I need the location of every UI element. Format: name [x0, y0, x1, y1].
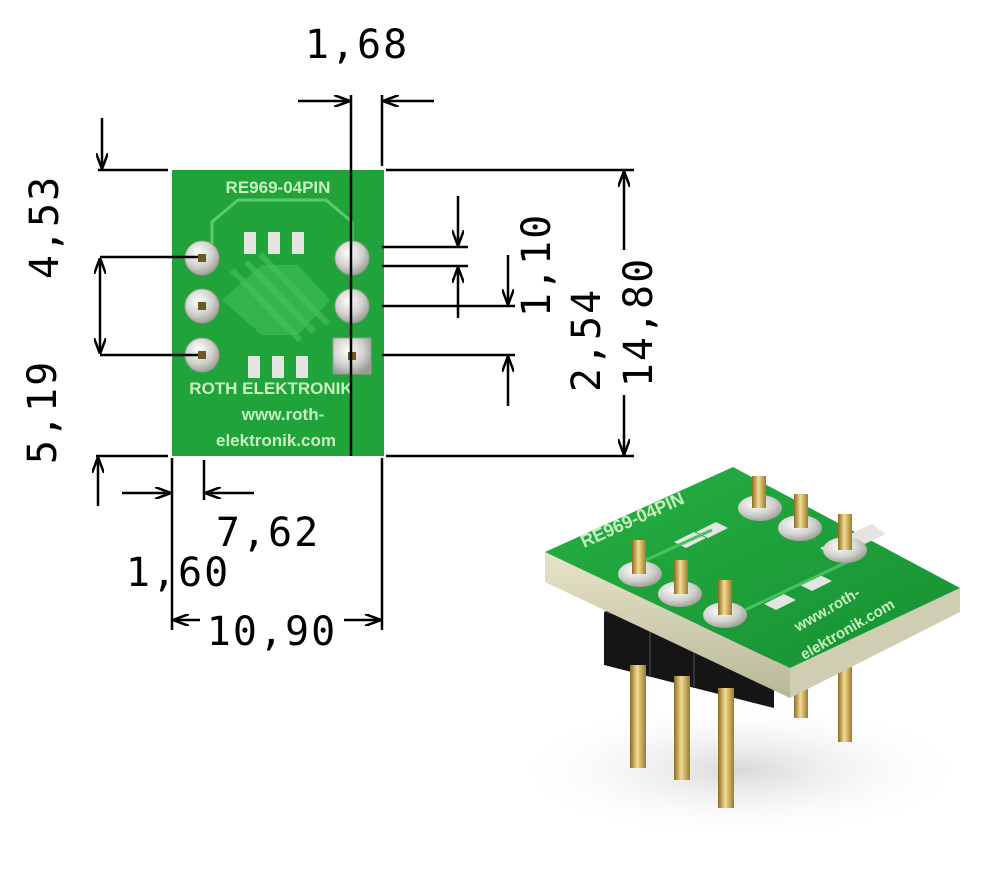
dim-pad-pitch: 1,10 [514, 213, 560, 317]
dim-row-spacing: 7,62 [216, 510, 320, 556]
dim-pad-spacing: 1,68 [305, 22, 409, 68]
dimension-labels: 1,68 4,53 5,19 1,10 2,54 14,80 7,62 1,60… [20, 22, 662, 655]
board-url-line1: www.roth- [241, 405, 324, 424]
dim-board-width: 10,90 [207, 609, 337, 655]
dim-top-offset: 4,53 [22, 175, 68, 279]
board-part-number: RE969-04PIN [226, 178, 331, 197]
photo-pcb-board [545, 467, 960, 668]
smd-pads [244, 232, 308, 378]
silkscreen-arrow [229, 251, 331, 343]
dim-pin-pitch: 2,54 [564, 288, 610, 392]
dim-edge-offset: 1,60 [126, 550, 230, 596]
photo-pins [618, 476, 867, 628]
pcb-top-view: RE969-04PIN ROTH ELEKTRONIK www.roth- el… [172, 170, 384, 456]
board-brand: ROTH ELEKTRONIK [189, 379, 353, 398]
board-url-line2: elektronik.com [216, 431, 336, 450]
dimension-lines [96, 95, 634, 630]
pad-column-left [184, 240, 220, 373]
dim-board-height: 14,80 [616, 257, 662, 387]
dim-bottom-offset: 5,19 [20, 360, 66, 464]
product-photo: RE969-04PIN www.roth- elektronik.com [510, 467, 970, 840]
